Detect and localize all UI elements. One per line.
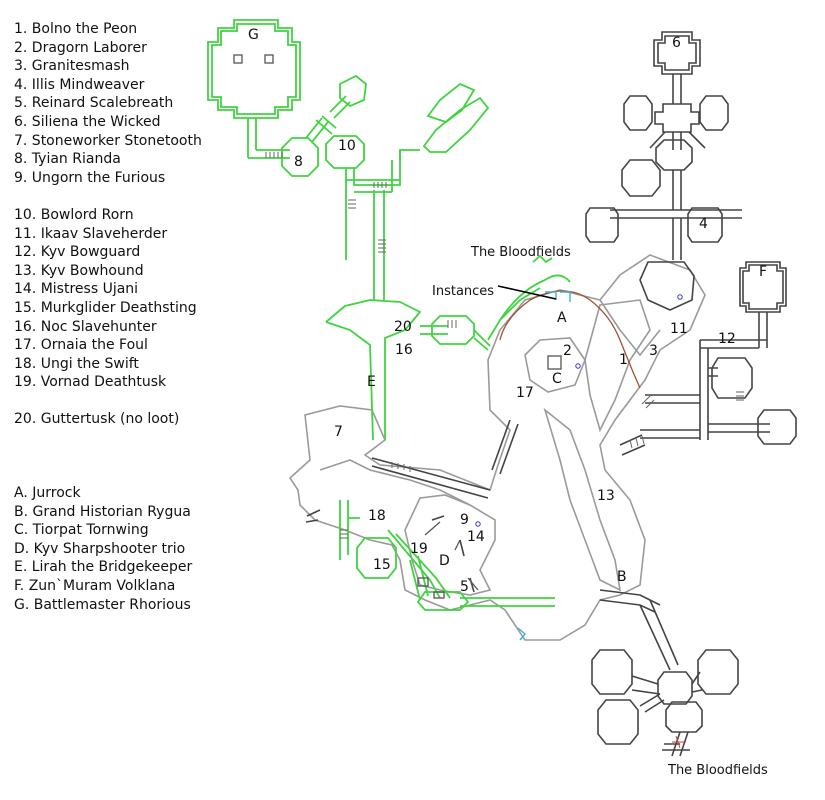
map-marker-8: 8 [294,154,303,170]
corridor-hatch [265,152,744,539]
map-marker-7: 7 [334,424,343,440]
legend-item: 2. Dragorn Laborer [14,39,147,56]
legend-item: 4. Illis Mindweaver [14,76,145,93]
zone-label-bottom: The Bloodfields [667,763,768,778]
map-marker-3: 3 [649,343,658,359]
legend-item: 7. Stoneworker Stonetooth [14,132,202,149]
legend-item: 14. Mistress Ujani [14,281,139,298]
map-marker-e: E [367,374,376,390]
map-marker-1: 1 [619,352,628,368]
legend-item: 15. Murkglider Deathsting [14,299,197,316]
legend-item: 20. Guttertusk (no loot) [14,411,180,428]
legend-item: D. Kyv Sharpshooter trio [14,540,186,557]
instances-arrow [497,285,557,300]
npc-marker [475,294,683,527]
legend-item: F. Zun`Muram Volklana [14,578,176,595]
legend-item: 18. Ungi the Swift [14,355,139,372]
map-marker-10: 10 [338,138,356,154]
legend-item: E. Lirah the Bridgekeeper [14,559,193,576]
map-legend: 1. Bolno the Peon 2. Dragorn Laborer 3. … [14,20,202,633]
map-marker-d: D [439,553,450,569]
legend-item: 3. Granitesmash [14,58,130,75]
map-marker-11: 11 [670,321,688,337]
map-marker-c: C [552,371,562,387]
legend-item: 16. Noc Slavehunter [14,318,157,335]
map-marker-b: B [617,569,627,585]
map-marker-13: 13 [597,488,615,504]
map-marker-g: G [248,27,259,43]
zone-label-top: The Bloodfields [470,245,571,260]
legend-item: B. Grand Historian Rygua [14,503,191,520]
legend-item: 5. Reinard Scalebreath [14,95,174,112]
map-marker-18: 18 [368,508,386,524]
map-marker-20: 20 [394,319,412,335]
legend-item: A. Jurrock [14,485,81,502]
cave-outline [288,254,706,641]
map-marker-14: 14 [467,529,485,545]
legend-item: 1. Bolno the Peon [14,21,138,37]
map-marker-19: 19 [410,541,428,557]
map-marker-6: 6 [672,35,681,51]
map-marker-17: 17 [516,385,534,401]
map-marker-4: 4 [699,216,708,232]
legend-item: 19. Vornad Deathtusk [14,374,167,391]
exit-marker [672,735,686,749]
legend-item: 9. Ungorn the Furious [14,169,166,186]
map-marker-f: F [759,264,767,280]
legend-item: 11. Ikaav Slaveherder [14,225,168,242]
map-marker-2: 2 [563,343,572,359]
legend-item: G. Battlemaster Rhorious [14,596,191,613]
legend-named-group: 1. Bolno the Peon 2. Dragorn Laborer 3. … [14,20,202,187]
instance-marker [517,291,571,641]
legend-other-group: 20. Guttertusk (no loot) [14,410,202,429]
green-path [207,19,571,611]
legend-item: 17. Ornaia the Foul [14,337,148,354]
legend-placeholder-group: 10. Bowlord Rorn 11. Ikaav Slaveherder 1… [14,206,202,392]
map-marker-12: 12 [718,331,736,347]
interior-detail [233,54,562,599]
legend-item: 12. Kyv Bowguard [14,244,141,261]
legend-boss-group: A. Jurrock B. Grand Historian Rygua C. T… [14,484,202,614]
legend-item: C. Tiorpat Tornwing [14,522,149,539]
legend-item: 6. Siliena the Wicked [14,113,161,130]
structure-outline [305,31,797,757]
map-marker-15: 15 [373,557,391,573]
legend-item: 13. Kyv Bowhound [14,262,144,279]
legend-item: 8. Tyian Rianda [14,151,121,168]
map-marker-5: 5 [460,579,469,595]
map-marker-a: A [557,310,567,326]
instances-label: Instances [432,284,494,299]
map-marker-9: 9 [460,512,469,528]
map-marker-16: 16 [395,342,413,358]
legend-item: 10. Bowlord Rorn [14,206,134,223]
